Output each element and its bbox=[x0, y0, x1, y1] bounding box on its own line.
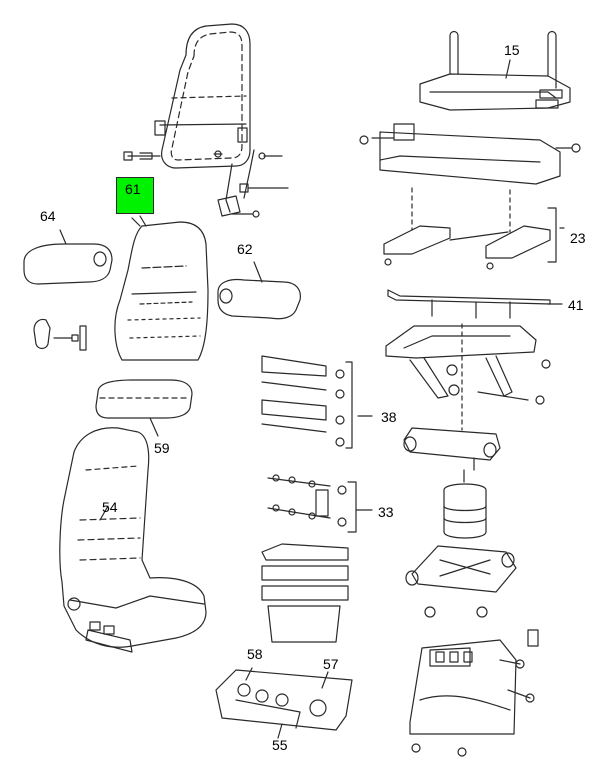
callout-41: 41 bbox=[568, 297, 584, 313]
callout-54: 54 bbox=[102, 499, 118, 515]
recline-knob bbox=[33, 318, 87, 351]
seat-cushion bbox=[95, 379, 193, 437]
callout-55: 55 bbox=[272, 737, 288, 753]
air-spring bbox=[443, 469, 487, 539]
scissor-link-upper bbox=[403, 427, 501, 471]
callout-23: 23 bbox=[570, 230, 586, 246]
damper-assembly bbox=[267, 474, 357, 533]
callout-59: 59 bbox=[154, 440, 170, 456]
callout-64: 64 bbox=[40, 208, 56, 224]
control-tray bbox=[215, 667, 353, 739]
seat-pan-frame bbox=[419, 30, 571, 111]
pedestal-base bbox=[409, 629, 539, 757]
callout-61: 61 bbox=[125, 181, 141, 197]
callout-62: 62 bbox=[237, 241, 253, 257]
armrest-left bbox=[23, 229, 113, 285]
link-set bbox=[261, 355, 353, 449]
callout-58: 58 bbox=[247, 646, 263, 662]
complete-seat bbox=[59, 427, 207, 653]
upper-suspension-mount bbox=[385, 323, 551, 431]
callout-57: 57 bbox=[323, 656, 339, 672]
seat-back-frame bbox=[123, 23, 289, 218]
bellows-cover bbox=[261, 543, 349, 643]
scissor-link-lower bbox=[405, 545, 517, 618]
slide-rail-assembly bbox=[359, 123, 581, 270]
highlight-box-61[interactable]: 61 bbox=[116, 177, 154, 214]
cross-bar bbox=[387, 289, 551, 319]
callout-38: 38 bbox=[381, 409, 397, 425]
seat-back-cushion bbox=[114, 215, 209, 361]
armrest-right bbox=[217, 261, 301, 320]
callout-33: 33 bbox=[378, 504, 394, 520]
callout-15: 15 bbox=[504, 42, 520, 58]
